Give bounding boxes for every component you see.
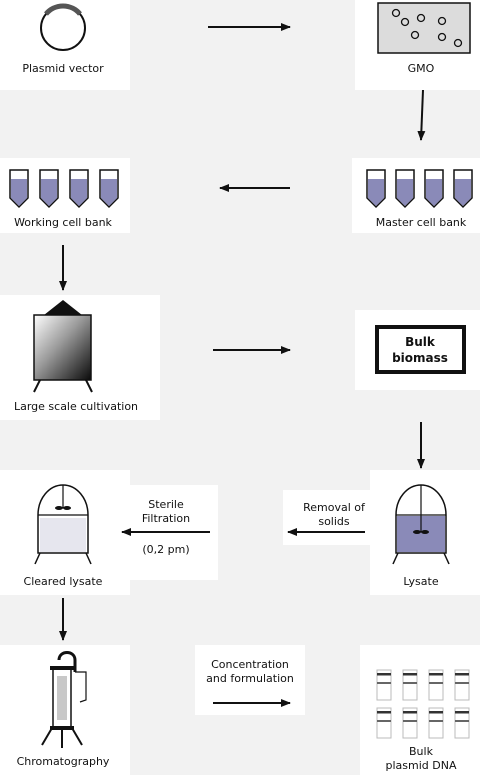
chromatography-label: Chromatography: [17, 755, 110, 768]
plasmid-icon: [40, 3, 86, 51]
large-scale-cultivation-label: Large scale cultivation: [14, 400, 138, 413]
panel-removal-of-solids: [283, 490, 373, 545]
cleared-lysate-vessel-icon: [34, 484, 92, 565]
working-cell-bank-label: Working cell bank: [14, 216, 112, 229]
master-cell-bank-tubes-icon: [366, 169, 473, 209]
bioreactor-icon: [33, 300, 93, 393]
panel-plasmid: [0, 0, 130, 90]
arrow-gmo-to-master: [417, 89, 426, 141]
removal-of-solids-label-line1: Removal of: [303, 501, 366, 514]
lysate-vessel-icon: [392, 484, 450, 565]
bulk-plasmid-vials-icon: [376, 669, 470, 739]
plasmid-vector-label: Plasmid vector: [22, 62, 104, 75]
master-cell-bank-label: Master cell bank: [376, 216, 467, 229]
bulk-biomass-label-line1: Bulk: [405, 335, 436, 349]
chromatography-column-icon: [41, 651, 87, 748]
bulk-plasmid-label-line1: Bulk: [409, 745, 434, 758]
lysate-label: Lysate: [403, 575, 438, 588]
concentration-label-line1: Concentration: [211, 658, 289, 671]
sterile-filtration-label-line1: Sterile: [148, 498, 184, 511]
bulk-biomass-box: [375, 325, 466, 374]
bulk-plasmid-label-line2: plasmid DNA: [386, 759, 457, 772]
concentration-label-line2: and formulation: [206, 672, 294, 685]
removal-of-solids-label-line2: solids: [318, 515, 350, 528]
filter-size-label: (0,2 pm): [142, 543, 189, 556]
sterile-filtration-label-line2: Filtration: [142, 512, 190, 525]
bulk-biomass-label-line2: biomass: [392, 351, 448, 365]
gmo-plate-icon: [377, 2, 471, 54]
gmo-label: GMO: [408, 62, 435, 75]
working-cell-bank-tubes-icon: [9, 169, 119, 209]
cleared-lysate-label: Cleared lysate: [24, 575, 103, 588]
